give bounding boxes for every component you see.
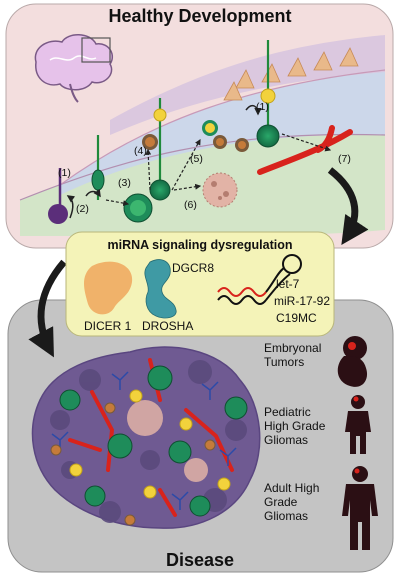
- child-silhouette-icon: [345, 395, 371, 454]
- step-label-2: (2): [76, 203, 89, 215]
- dicer1-label: DICER 1: [84, 319, 132, 333]
- cortical-neurons: [223, 47, 359, 101]
- apoptotic-cell: [202, 172, 238, 208]
- arrow-to-dysregulation: [327, 167, 369, 245]
- tumor-mass: [31, 346, 261, 529]
- blood-vessel: [257, 125, 353, 175]
- mirna-mir17-92-label: miR-17-92: [274, 294, 330, 308]
- step-label-6: (6): [184, 199, 197, 211]
- step-label-4: (4): [134, 145, 147, 157]
- dicer1-protein-icon: [84, 261, 133, 315]
- step-label-5: (5): [190, 153, 203, 165]
- healthy-development-panel: Healthy Development: [5, 3, 394, 249]
- panel-title-disease: Disease: [166, 550, 234, 570]
- drosha-protein-icon: [144, 259, 177, 319]
- dgcr8-label: DGCR8: [172, 261, 214, 275]
- category-adult-line3: Gliomas: [264, 509, 308, 523]
- fetus-icon: [337, 336, 368, 387]
- step-label-1: (1): [58, 167, 71, 179]
- mirna-dysregulation-panel: miRNA signaling dysregulation DICER 1 DR…: [65, 231, 335, 337]
- brain-icon: [34, 34, 114, 103]
- category-pediatric-line2: High Grade: [264, 419, 326, 433]
- mirna-hairpin-icon: [217, 254, 302, 305]
- drosha-label: DROSHA: [142, 319, 193, 333]
- mirna-let7-label: let-7: [276, 277, 300, 291]
- step-label-3: (3): [118, 177, 131, 189]
- category-pediatric-line3: Gliomas: [264, 433, 308, 447]
- category-embryonal-line2: Tumors: [264, 355, 304, 369]
- adult-silhouette-icon: [342, 466, 378, 550]
- category-adult-line2: Grade: [264, 495, 298, 509]
- panel-title-healthy: Healthy Development: [108, 6, 291, 26]
- category-pediatric-line1: Pediatric: [264, 405, 311, 419]
- step-label-7: (7): [338, 153, 351, 165]
- category-embryonal-line1: Embryonal: [264, 341, 321, 355]
- category-adult-line1: Adult High: [264, 481, 319, 495]
- mirna-c19mc-label: C19MC: [276, 311, 317, 325]
- step-label-1b: (1): [256, 101, 269, 113]
- arrow-to-disease: [28, 259, 67, 358]
- disease-panel: Disease Embryonal Tumors Pediatric High …: [7, 299, 394, 573]
- purple-stem-cell: [48, 168, 68, 224]
- panel-title-mirna: miRNA signaling dysregulation: [108, 238, 293, 252]
